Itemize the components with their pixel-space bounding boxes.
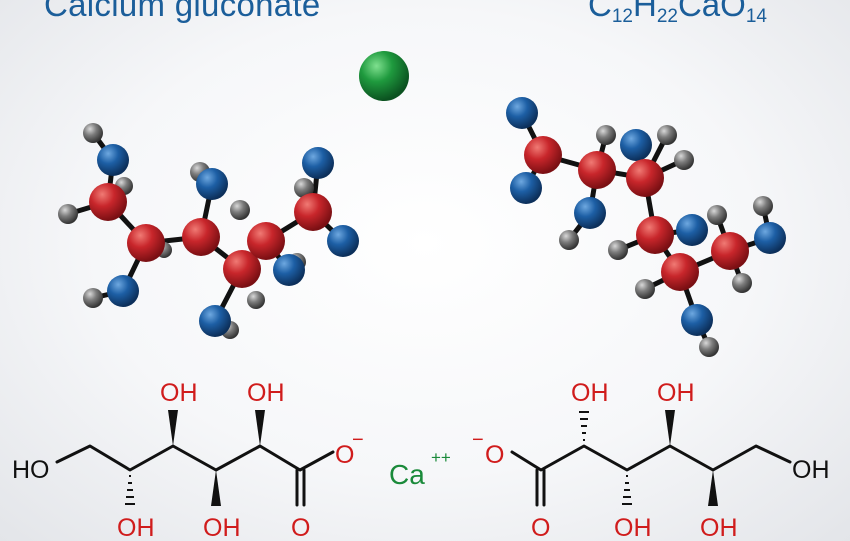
carbon-atom bbox=[661, 253, 699, 291]
wedge-bond bbox=[211, 470, 221, 506]
oxygen-atom bbox=[676, 214, 708, 246]
oxygen-atom bbox=[199, 305, 231, 337]
compound-title: Calcium gluconate bbox=[44, 0, 321, 23]
oxygen-atom bbox=[510, 172, 542, 204]
right-gluconate-ball-model bbox=[506, 97, 786, 357]
wedge-bond bbox=[708, 470, 718, 506]
carbon-atom bbox=[89, 183, 127, 221]
hydroxyl-label: OH bbox=[160, 379, 198, 407]
negative-charge: − bbox=[352, 429, 364, 451]
hydrogen-atom bbox=[707, 205, 727, 225]
hydrogen-atom bbox=[753, 196, 773, 216]
carbon-atom bbox=[636, 216, 674, 254]
left-gluconate-ball-model bbox=[58, 123, 359, 339]
oxygen-atom bbox=[574, 197, 606, 229]
oxygen-atom bbox=[302, 147, 334, 179]
calcium-charge: ++ bbox=[431, 448, 451, 467]
hashed-bond bbox=[579, 411, 589, 441]
oxygen-atom bbox=[196, 168, 228, 200]
carbonyl-oxygen-label: O bbox=[531, 514, 550, 541]
hydroxyl-label: OH bbox=[203, 514, 241, 541]
hydrogen-atom bbox=[674, 150, 694, 170]
carboxylate-oxygen-label: O bbox=[485, 441, 504, 469]
hydrogen-atom bbox=[83, 123, 103, 143]
formula-h: H bbox=[632, 0, 657, 23]
carbon-atom bbox=[524, 136, 562, 174]
carbon-atom bbox=[127, 224, 165, 262]
negative-charge: − bbox=[472, 429, 484, 451]
hydrogen-atom bbox=[657, 125, 677, 145]
molecular-formula: C12H22CaO14 bbox=[588, 0, 767, 28]
hydroxyl-label: OH bbox=[792, 456, 830, 484]
carbon-atom bbox=[711, 232, 749, 270]
formula-c-count: 12 bbox=[611, 6, 633, 27]
hydroxyl-label: HO bbox=[12, 456, 50, 484]
wedge-bond bbox=[168, 410, 178, 446]
calcium-atom bbox=[359, 51, 409, 101]
hydrogen-atom bbox=[635, 279, 655, 299]
hydroxyl-label: OH bbox=[247, 379, 285, 407]
oxygen-atom bbox=[107, 275, 139, 307]
carbon-chain bbox=[55, 444, 335, 472]
left-skeletal-formula: HO OH OH OH OH O O − bbox=[12, 379, 364, 541]
oxygen-atom bbox=[273, 254, 305, 286]
formula-c: C bbox=[588, 0, 612, 23]
hydroxyl-label: OH bbox=[700, 514, 738, 541]
hydrogen-atom bbox=[58, 204, 78, 224]
calcium-ion-label: Ca ++ bbox=[389, 448, 451, 490]
hydroxyl-label: OH bbox=[614, 514, 652, 541]
right-skeletal-formula: − O O OH OH OH OH OH bbox=[472, 379, 830, 541]
carbon-atom bbox=[294, 193, 332, 231]
hashed-bond bbox=[622, 475, 632, 505]
oxygen-atom bbox=[681, 304, 713, 336]
hydrogen-atom bbox=[608, 240, 628, 260]
calcium-symbol: Ca bbox=[389, 459, 425, 490]
hydroxyl-label: OH bbox=[117, 514, 155, 541]
wedge-bond bbox=[255, 410, 265, 446]
hydrogen-atom bbox=[596, 125, 616, 145]
carbonyl-oxygen-label: O bbox=[291, 514, 310, 541]
oxygen-atom bbox=[506, 97, 538, 129]
oxygen-atom bbox=[327, 225, 359, 257]
carbon-atom bbox=[578, 151, 616, 189]
oxygen-atom bbox=[620, 129, 652, 161]
oxygen-atom bbox=[754, 222, 786, 254]
hashed-bond bbox=[125, 475, 135, 505]
carbon-atom bbox=[223, 250, 261, 288]
oxygen-atom bbox=[97, 144, 129, 176]
hydrogen-atom bbox=[699, 337, 719, 357]
hydrogen-atom bbox=[247, 291, 265, 309]
hydrogen-atom bbox=[294, 178, 314, 198]
hydrogen-atom bbox=[559, 230, 579, 250]
hydrogen-atom bbox=[230, 200, 250, 220]
carbon-atom bbox=[247, 222, 285, 260]
hydroxyl-label: OH bbox=[657, 379, 695, 407]
carbon-atom bbox=[626, 159, 664, 197]
carbon-chain bbox=[510, 444, 792, 472]
hydroxyl-label: OH bbox=[571, 379, 609, 407]
formula-o-count: 14 bbox=[745, 6, 767, 27]
formula-ca-o: CaO bbox=[677, 0, 746, 23]
wedge-bond bbox=[665, 410, 675, 446]
hydrogen-atom bbox=[732, 273, 752, 293]
formula-h-count: 22 bbox=[656, 6, 678, 27]
hydrogen-atom bbox=[83, 288, 103, 308]
carbon-atom bbox=[182, 218, 220, 256]
carboxylate-oxygen-label: O bbox=[335, 441, 354, 469]
